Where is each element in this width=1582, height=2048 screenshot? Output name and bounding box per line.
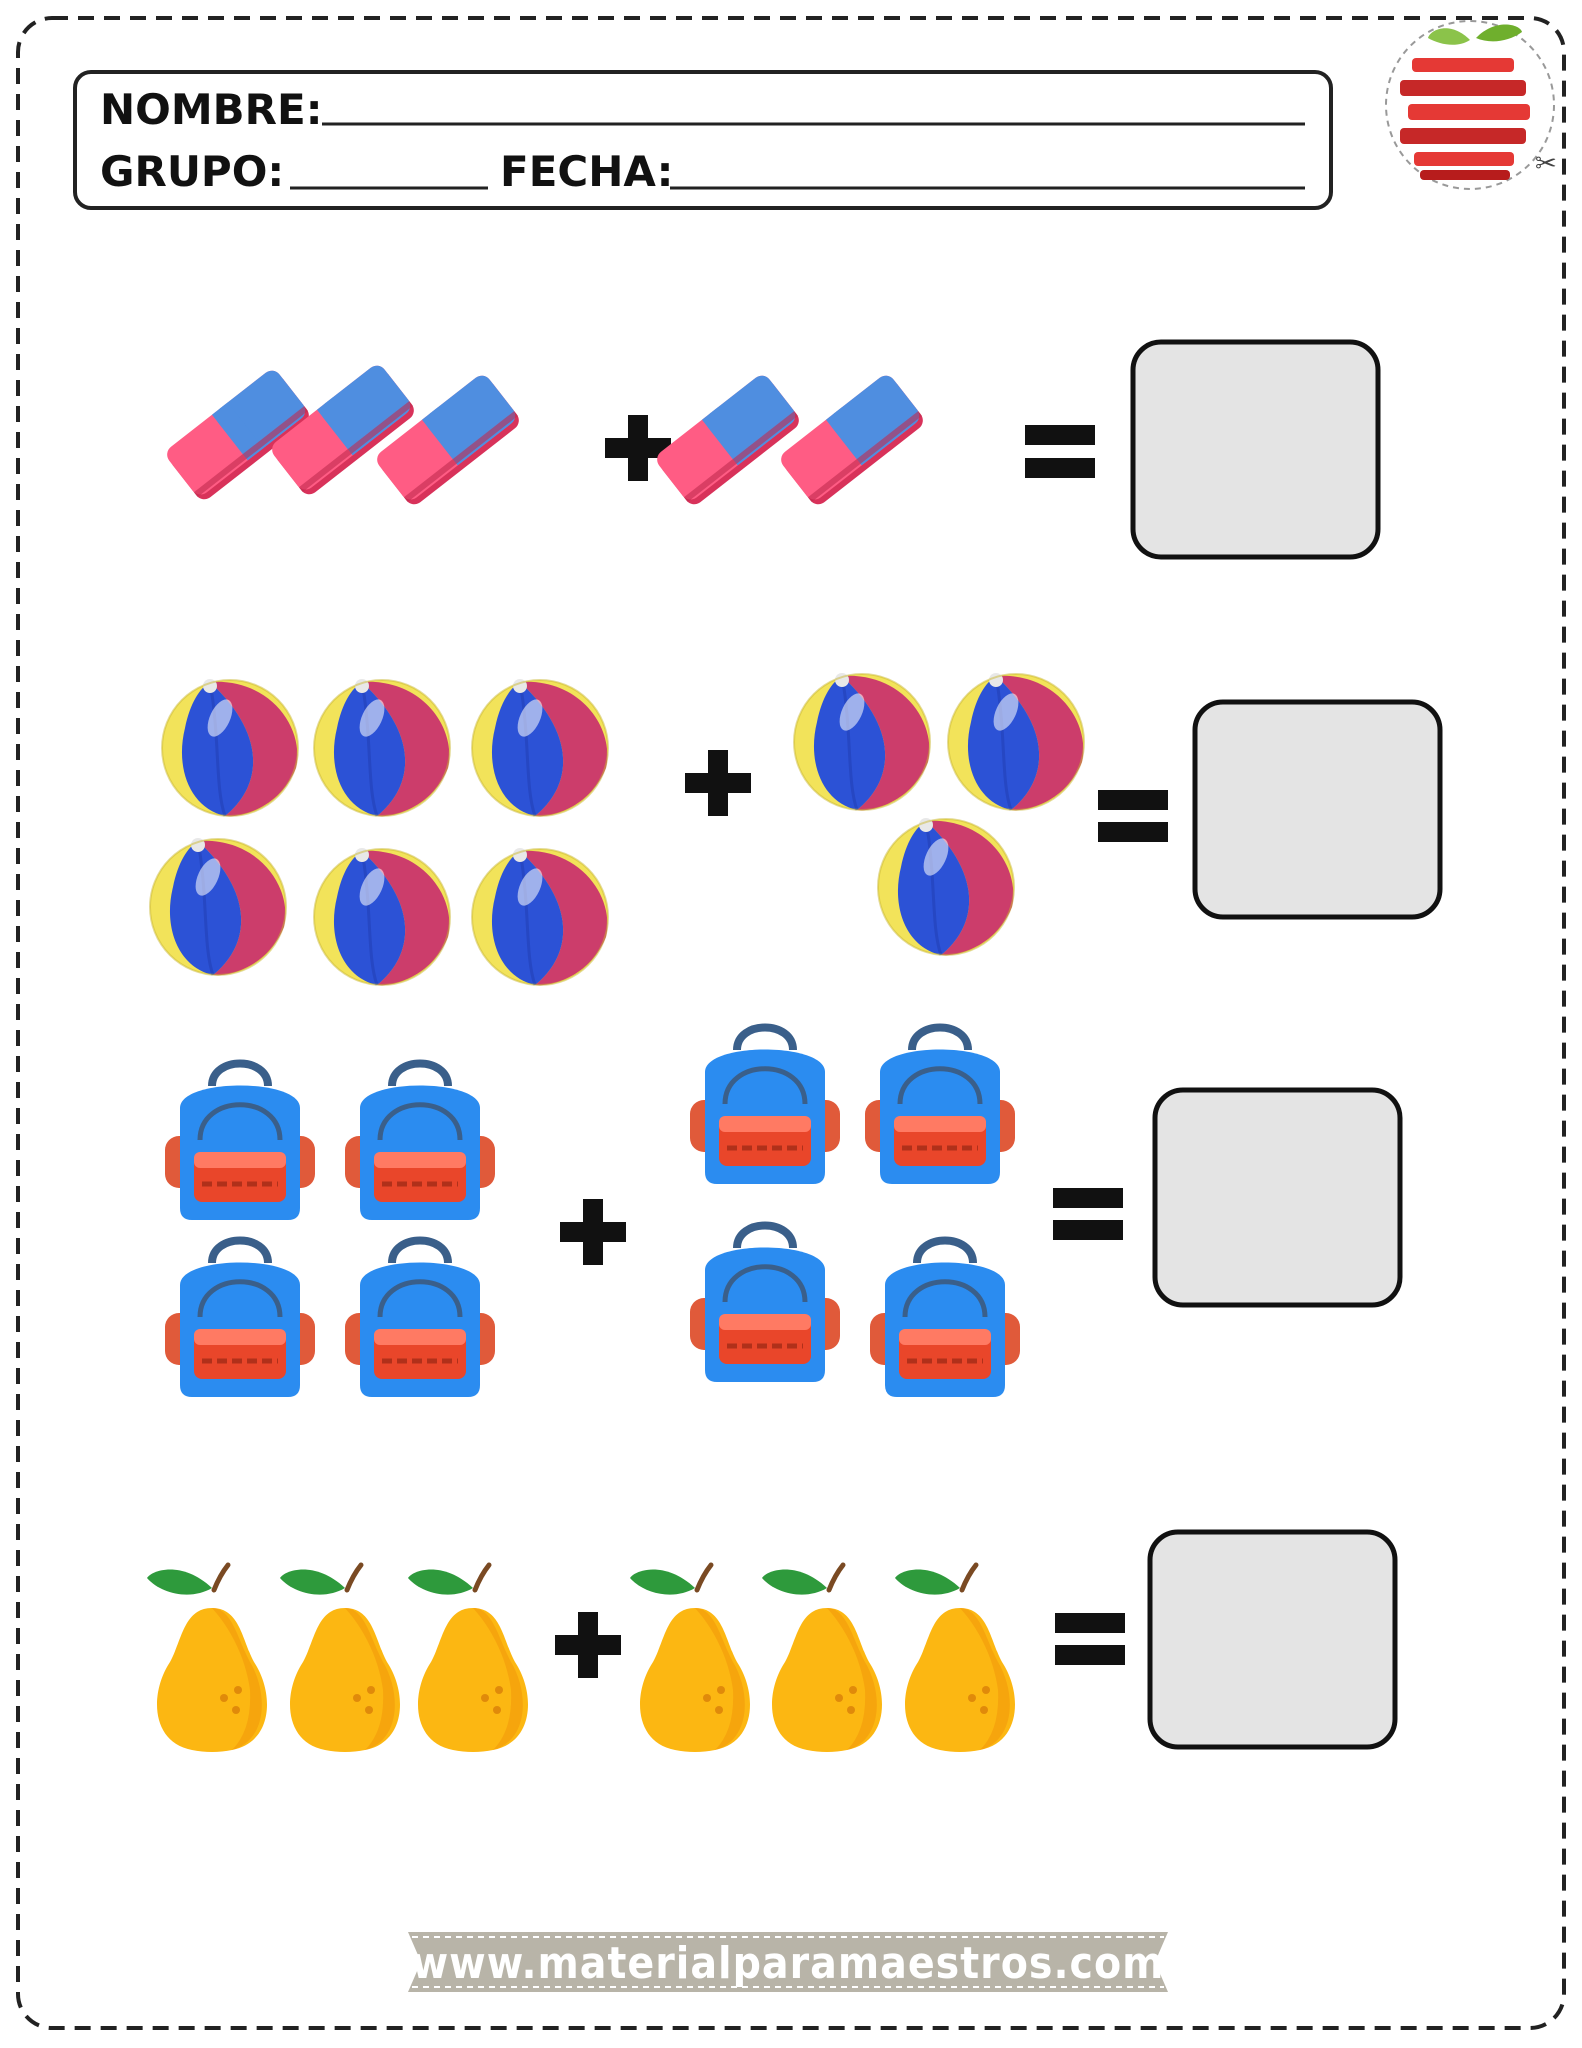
beach-ball-icon: [470, 846, 610, 987]
svg-text:✂: ✂: [1535, 149, 1557, 179]
exercise-2: [148, 671, 1443, 987]
page-border: [16, 16, 1566, 2030]
exercise-1: [163, 339, 1381, 560]
pear-icon: [630, 1565, 750, 1752]
equals-sign: [1053, 1188, 1123, 1240]
beach-ball-icon: [312, 677, 452, 818]
eraser-icon: [653, 371, 803, 509]
backpack-icon: [690, 1028, 840, 1185]
footer-url[interactable]: www.materialparamaestros.com: [412, 1938, 1165, 1989]
beach-ball-icon: [876, 816, 1016, 957]
grupo-label: GRUPO:: [100, 147, 284, 196]
exercise-3: [165, 1028, 1403, 1398]
header-box: NOMBRE: GRUPO: FECHA:: [73, 70, 1333, 210]
answer-box[interactable]: [1192, 699, 1443, 920]
fecha-label: FECHA:: [500, 147, 673, 196]
answer-box[interactable]: [1147, 1529, 1398, 1750]
beach-ball-icon: [160, 677, 300, 818]
beach-ball-icon: [312, 846, 452, 987]
plus-sign: [685, 750, 751, 816]
pear-icon: [280, 1565, 400, 1752]
backpack-icon: [165, 1064, 315, 1221]
footer-banner: www.materialparamaestros.com: [408, 1932, 1168, 1992]
answer-box[interactable]: [1152, 1087, 1403, 1308]
pear-icon: [895, 1565, 1015, 1752]
equals-sign: [1025, 425, 1095, 478]
pear-icon: [408, 1565, 528, 1752]
apple-books-logo-icon: ✂: [1385, 20, 1557, 190]
pear-icon: [762, 1565, 882, 1752]
backpack-icon: [870, 1241, 1020, 1398]
pear-icon: [147, 1565, 267, 1752]
exercise-4: [147, 1529, 1398, 1752]
backpack-icon: [690, 1226, 840, 1383]
eraser-icon: [777, 371, 927, 509]
beach-ball-icon: [792, 671, 932, 812]
beach-ball-icon: [946, 671, 1086, 812]
plus-sign: [560, 1199, 626, 1265]
plus-sign: [555, 1612, 621, 1678]
equals-sign: [1098, 790, 1168, 842]
equals-sign: [1055, 1613, 1125, 1665]
backpack-icon: [345, 1241, 495, 1398]
beach-ball-icon: [470, 677, 610, 818]
backpack-icon: [165, 1241, 315, 1398]
answer-box[interactable]: [1130, 339, 1381, 560]
backpack-icon: [345, 1064, 495, 1221]
plus-sign: [605, 415, 671, 481]
nombre-label: NOMBRE:: [100, 85, 323, 134]
backpack-icon: [865, 1028, 1015, 1185]
beach-ball-icon: [148, 836, 288, 977]
